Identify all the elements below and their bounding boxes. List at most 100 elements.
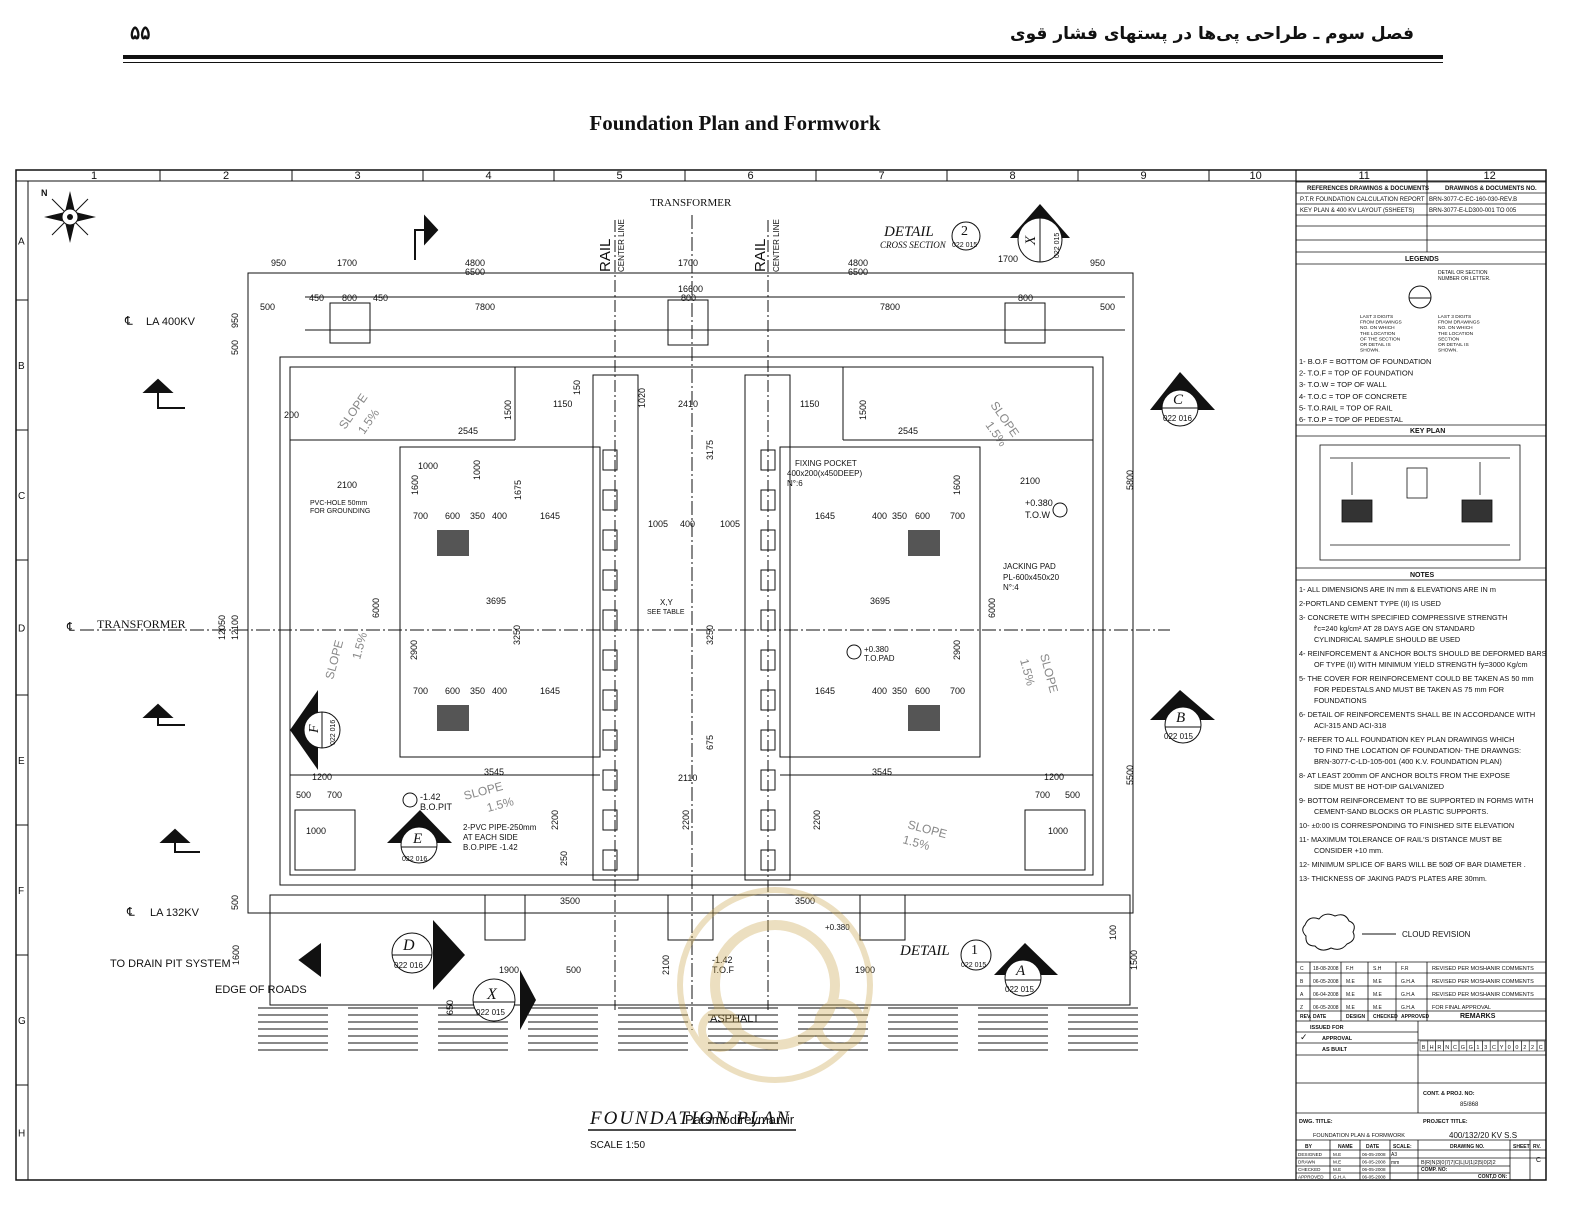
direction-arrows <box>142 214 439 977</box>
dim-7800-left: 7800 <box>475 302 495 312</box>
grid-column-label: 2 <box>223 170 229 182</box>
dim-3250-left: 3250 <box>512 625 522 645</box>
dim-650: 650 <box>445 1000 455 1015</box>
code-cell: 2 <box>1531 1045 1534 1051</box>
note-line: CEMENT-SAND BLOCKS OR PLASTIC SUPPORTS. <box>1314 807 1488 816</box>
ref-no-1: BRN-3077-C-EC-160-030-REV.B <box>1429 197 1517 203</box>
code-cell: C <box>1453 1045 1457 1051</box>
note-line: f'c=240 kg/cm² AT 28 DAYS AGE ON STANDAR… <box>1314 624 1475 633</box>
elevation-marker-icon <box>402 792 418 808</box>
pvc-pipe-sub2: B.O.PIPE -1.42 <box>463 843 518 852</box>
section-marker-b <box>1150 690 1215 744</box>
tow-label: T.O.W <box>1025 510 1051 520</box>
dim-150: 150 <box>572 380 582 395</box>
dim-1150-right: 1150 <box>800 399 819 409</box>
legend-right-line: THE LOCATION <box>1438 331 1474 337</box>
grid-column-label: 4 <box>486 170 492 182</box>
arrow-icon <box>424 214 439 246</box>
note-line: FOUNDATIONS <box>1314 696 1367 705</box>
detail-2-num: 2 <box>961 224 968 239</box>
header-rule-thin <box>123 62 1443 63</box>
section-d-ref: 022 016 <box>394 961 423 970</box>
ref-head-docs: REFERENCES DRAWINGS & DOCUMENTS <box>1307 186 1429 192</box>
dim-2200-center: 2200 <box>681 810 691 830</box>
signature-head-cell: SHEET <box>1513 1144 1530 1150</box>
outer-slab <box>247 272 1134 914</box>
dim-1645-b: 1645 <box>540 686 560 696</box>
dim-2100-left: 2100 <box>337 480 357 490</box>
signature-cell: M.E <box>1333 1152 1341 1157</box>
comp-no: COMP. NO: <box>1421 1167 1448 1173</box>
grid-column-label: 12 <box>1484 170 1496 182</box>
grid-column-label: 9 <box>1141 170 1147 182</box>
transformer-top-label: TRANSFORMER <box>650 197 732 209</box>
jacking-pad <box>908 530 940 556</box>
rail-pocket <box>602 809 618 831</box>
notes-list: 1- ALL DIMENSIONS ARE IN mm & ELEVATIONS… <box>1299 585 1547 883</box>
section-x-top-ref: 022 015 <box>1054 233 1061 258</box>
foundation-plan-title: FOUNDATION PLAN <box>589 1108 791 1129</box>
section-f-letter: F <box>307 724 322 734</box>
section-a-ref: 022 015 <box>1005 985 1034 994</box>
revision-cell: FOR FINAL APPROVAL <box>1432 1005 1491 1011</box>
pedestal-bottom-left <box>484 894 526 941</box>
dim-500-v: 500 <box>230 340 240 355</box>
legend-left-line: SHOWN. <box>1360 348 1380 354</box>
dim-600-br: 600 <box>915 686 930 696</box>
rail-pocket <box>602 769 618 791</box>
signature-cell: G.H.A <box>1333 1175 1346 1180</box>
signature-cell: M.E <box>1333 1160 1341 1165</box>
dim-1500-left: 1500 <box>503 400 513 420</box>
scale-value: A3 <box>1391 1152 1397 1158</box>
ref-doc-1: P.T.R FOUNDATION CALCULATION REPORT <box>1300 197 1425 203</box>
revision-cell: S.H <box>1373 966 1382 972</box>
dim-7800-right: 7800 <box>880 302 900 312</box>
jacking-pad-label: JACKING PAD <box>1003 562 1056 571</box>
legend-right-line: SECTION <box>1438 336 1460 342</box>
legend-left-line: FROM DRAWINGS <box>1360 320 1402 326</box>
dim-800-center: 800 <box>681 293 696 303</box>
section-c-letter: C <box>1173 392 1184 408</box>
grid-row-label: A <box>18 237 25 248</box>
edge-of-roads-label: EDGE OF ROADS <box>215 984 307 996</box>
note-line: SIDE MUST BE HOT-DIP GALVANIZED <box>1314 782 1444 791</box>
centerline-symbol: ℄ <box>126 905 135 919</box>
code-cell: C <box>1492 1045 1496 1051</box>
grid-row-label: B <box>18 361 25 372</box>
slope-value: 1.5% <box>901 832 931 853</box>
revision-cell: A <box>1300 992 1304 998</box>
dim-3500-right: 3500 <box>795 896 815 906</box>
dim-700-pit-r: 700 <box>1035 790 1050 800</box>
watermark-text: Parsmodireyman.ir <box>685 1112 795 1127</box>
cloud-revision-icon <box>1302 913 1355 951</box>
grid-column-label: 10 <box>1250 170 1262 182</box>
revision-cell: F.H <box>1346 966 1354 972</box>
dim-3175: 3175 <box>705 440 715 460</box>
note-line: OF TYPE (II) WITH MINIMUM YIELD STRENGTH… <box>1314 660 1528 669</box>
grid-column-label: 11 <box>1359 170 1370 182</box>
section-f-ref: 022 016 <box>330 720 337 745</box>
revision-cell: G.H.A <box>1401 992 1415 998</box>
revision-cell: REVISED PER MOSHANIR COMMENTS <box>1432 979 1534 985</box>
unit-value: mm <box>1391 1160 1399 1166</box>
arrow-icon <box>159 828 191 843</box>
signature-cell: 06-05-2008 <box>1362 1160 1386 1165</box>
revision-cell: B <box>1300 979 1304 985</box>
grid-row-label: H <box>18 1129 25 1140</box>
signature-head-cell: DRAWING NO. <box>1450 1144 1485 1150</box>
dim-1000: 1000 <box>418 461 438 471</box>
dim-1600-left: 1600 <box>410 475 420 495</box>
grid-column-label: 7 <box>879 170 885 182</box>
jacking-pad <box>437 705 469 731</box>
dim-1600-bottom: 1600 <box>231 945 241 965</box>
code-cell: Y <box>1500 1045 1504 1051</box>
dim-675: 675 <box>705 735 715 750</box>
issued-for: ISSUED FOR <box>1310 1025 1344 1031</box>
revision-cell: G.H.A <box>1401 979 1415 985</box>
dim-500-pit: 500 <box>296 790 311 800</box>
drawing-frame <box>15 169 1547 1181</box>
section-marker-e <box>387 810 452 864</box>
jacking-pad-n: N°:4 <box>1003 583 1019 592</box>
